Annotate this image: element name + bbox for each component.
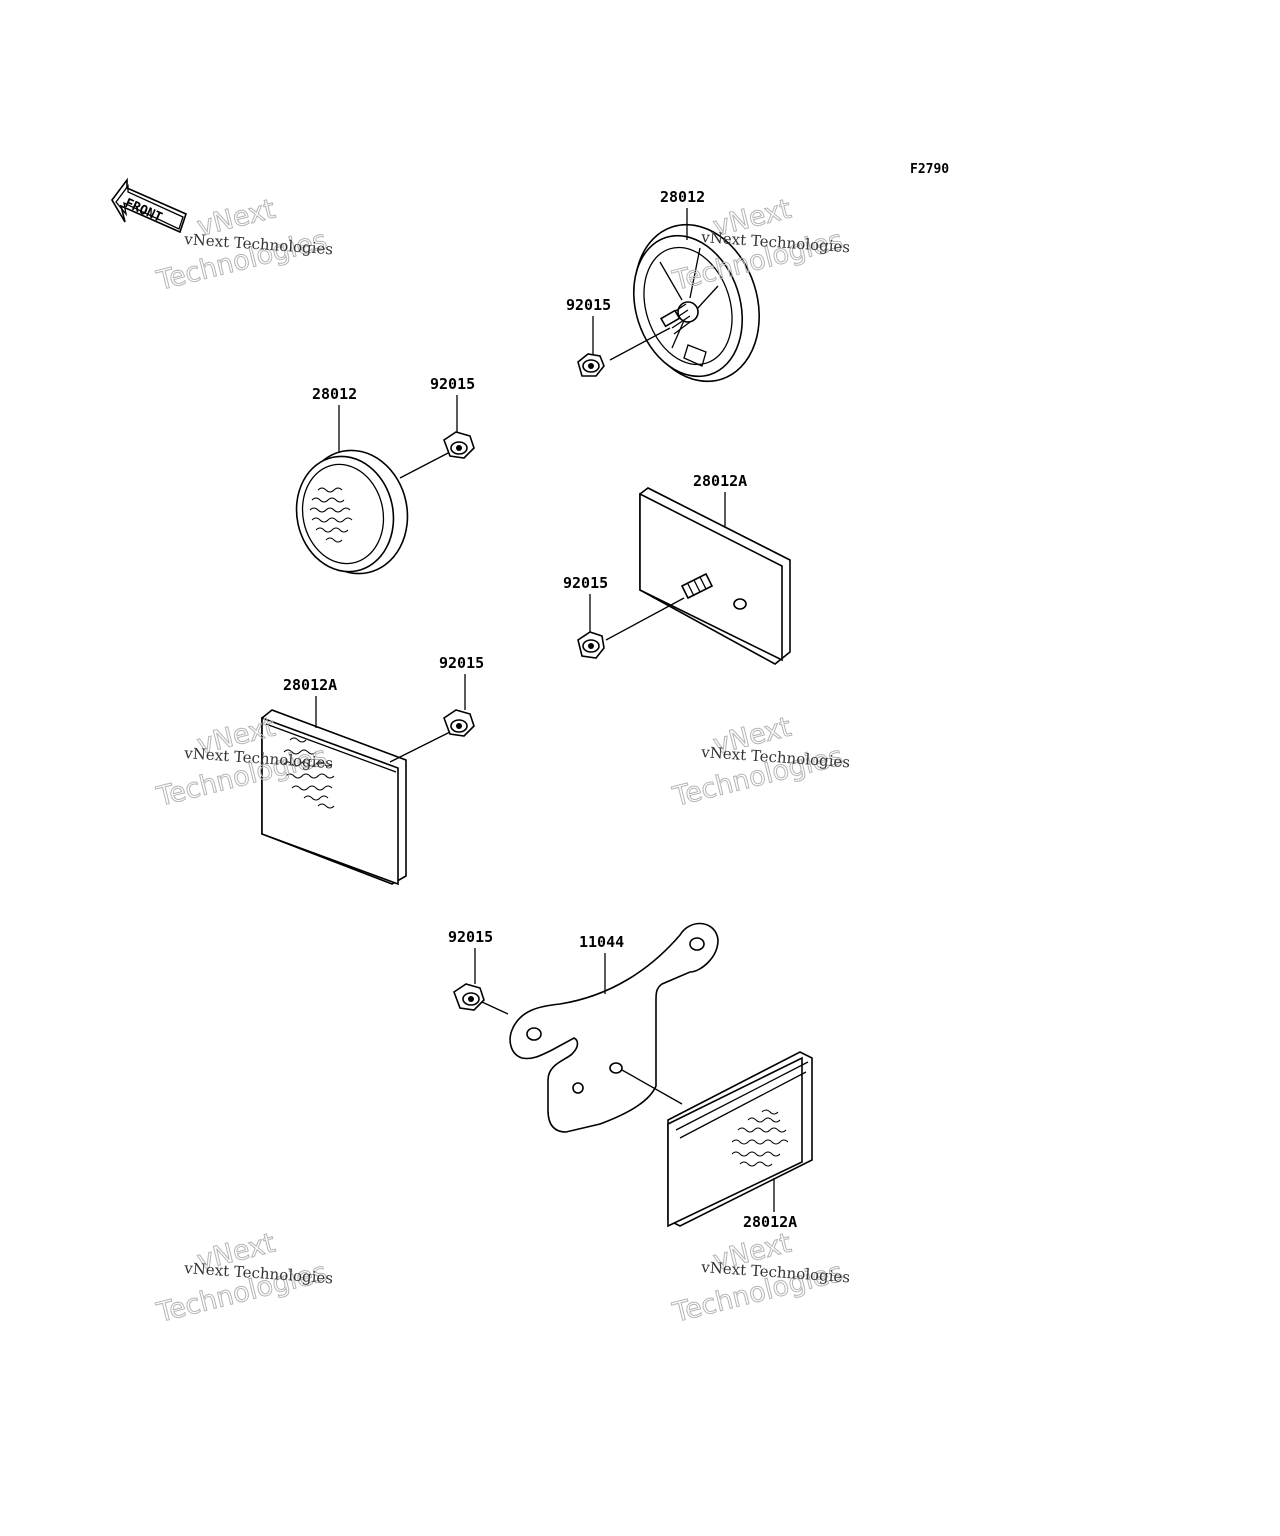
svg-text:92015: 92015 [439,654,484,672]
watermark: vNext Technologies vNext Technologies [669,1227,851,1329]
figure-code: F2790 [910,162,949,177]
bracket [509,922,719,1133]
nut-icon [577,353,605,377]
svg-text:92015: 92015 [563,574,608,592]
stud-icon [680,572,714,600]
svg-text:92015: 92015 [430,375,475,393]
rect-reflector-left [261,709,407,886]
front-arrow-icon: FRONT [111,177,187,234]
callout-28012-left: 28012 [312,385,357,452]
leader-nut-top [609,327,671,361]
watermark: vNext Technologies vNext Technologies [153,193,334,297]
svg-text:92015: 92015 [448,928,493,946]
svg-text:28012: 28012 [660,188,705,206]
svg-text:92015: 92015 [566,296,611,314]
leader-nut-mid [389,731,451,763]
callout-92015-left: 92015 [430,375,475,432]
callout-92015-top: 92015 [566,296,611,354]
leader-nut-bracket [481,1001,509,1015]
nut-icon [453,983,485,1011]
leader-bracket-reflector [621,1069,683,1105]
svg-text:28012: 28012 [312,385,357,403]
watermark: vNext Technologies vNext Technologies [669,711,851,813]
nut-icon [443,709,475,737]
callout-28012-top: 28012 [660,188,705,240]
round-reflector-top [632,223,760,383]
callout-28012A-bottom: 28012A [743,1178,797,1231]
rect-reflector-right [639,487,791,665]
svg-text:28012A: 28012A [743,1213,797,1231]
leader-nut-left [399,451,451,479]
callout-28012A-right: 28012A [693,472,747,528]
callout-11044: 11044 [579,933,624,994]
nut-icon [577,631,605,659]
callout-28012A-left: 28012A [283,676,337,728]
nut-icon [443,431,475,459]
rect-reflector-bottom [667,1051,813,1228]
svg-text:28012A: 28012A [693,472,747,490]
leader-nut-right [605,597,685,641]
callout-92015-right: 92015 [563,574,608,632]
callout-92015-bracket: 92015 [448,928,493,984]
callout-92015-mid: 92015 [439,654,484,710]
svg-text:11044: 11044 [579,933,624,951]
watermark: vNext Technologies vNext Technologies [153,1227,334,1329]
round-reflector-left [295,449,409,575]
svg-text:28012A: 28012A [283,676,337,694]
